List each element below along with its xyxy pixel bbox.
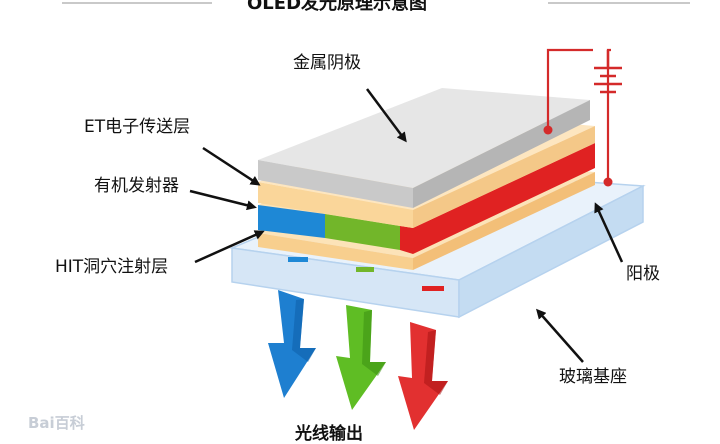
label-hit-layer: HIT洞穴注射层 [55,257,169,277]
pointer-cathode [365,88,407,143]
diagram-title: OLED发光原理示意图 [247,0,428,14]
light-arrow-red [398,322,448,430]
label-emitter: 有机发射器 [94,176,179,196]
pointer-glass [536,308,584,363]
glass-tab-red [422,286,444,291]
pointer-et [202,146,261,186]
glass-tab-blue [288,257,308,262]
label-light-output: 光线输出 [295,424,363,444]
label-et-layer: ET电子传送层 [84,117,191,137]
pointer-hit [194,230,265,264]
watermark: Bai百科 [28,414,85,432]
pointer-arrows [189,88,624,363]
light-arrow-blue [268,290,316,398]
label-glass-substrate: 玻璃基座 [559,367,627,387]
label-metal-cathode: 金属阴极 [293,53,361,73]
label-anode: 阳极 [626,264,660,284]
cathode-contact [543,125,553,135]
pointer-anode [594,202,624,263]
pointer-emitter [189,189,257,211]
light-arrow-green [336,305,386,410]
glass-tab-green [356,267,374,272]
battery-icon [594,50,622,94]
anode-contact [603,177,613,187]
